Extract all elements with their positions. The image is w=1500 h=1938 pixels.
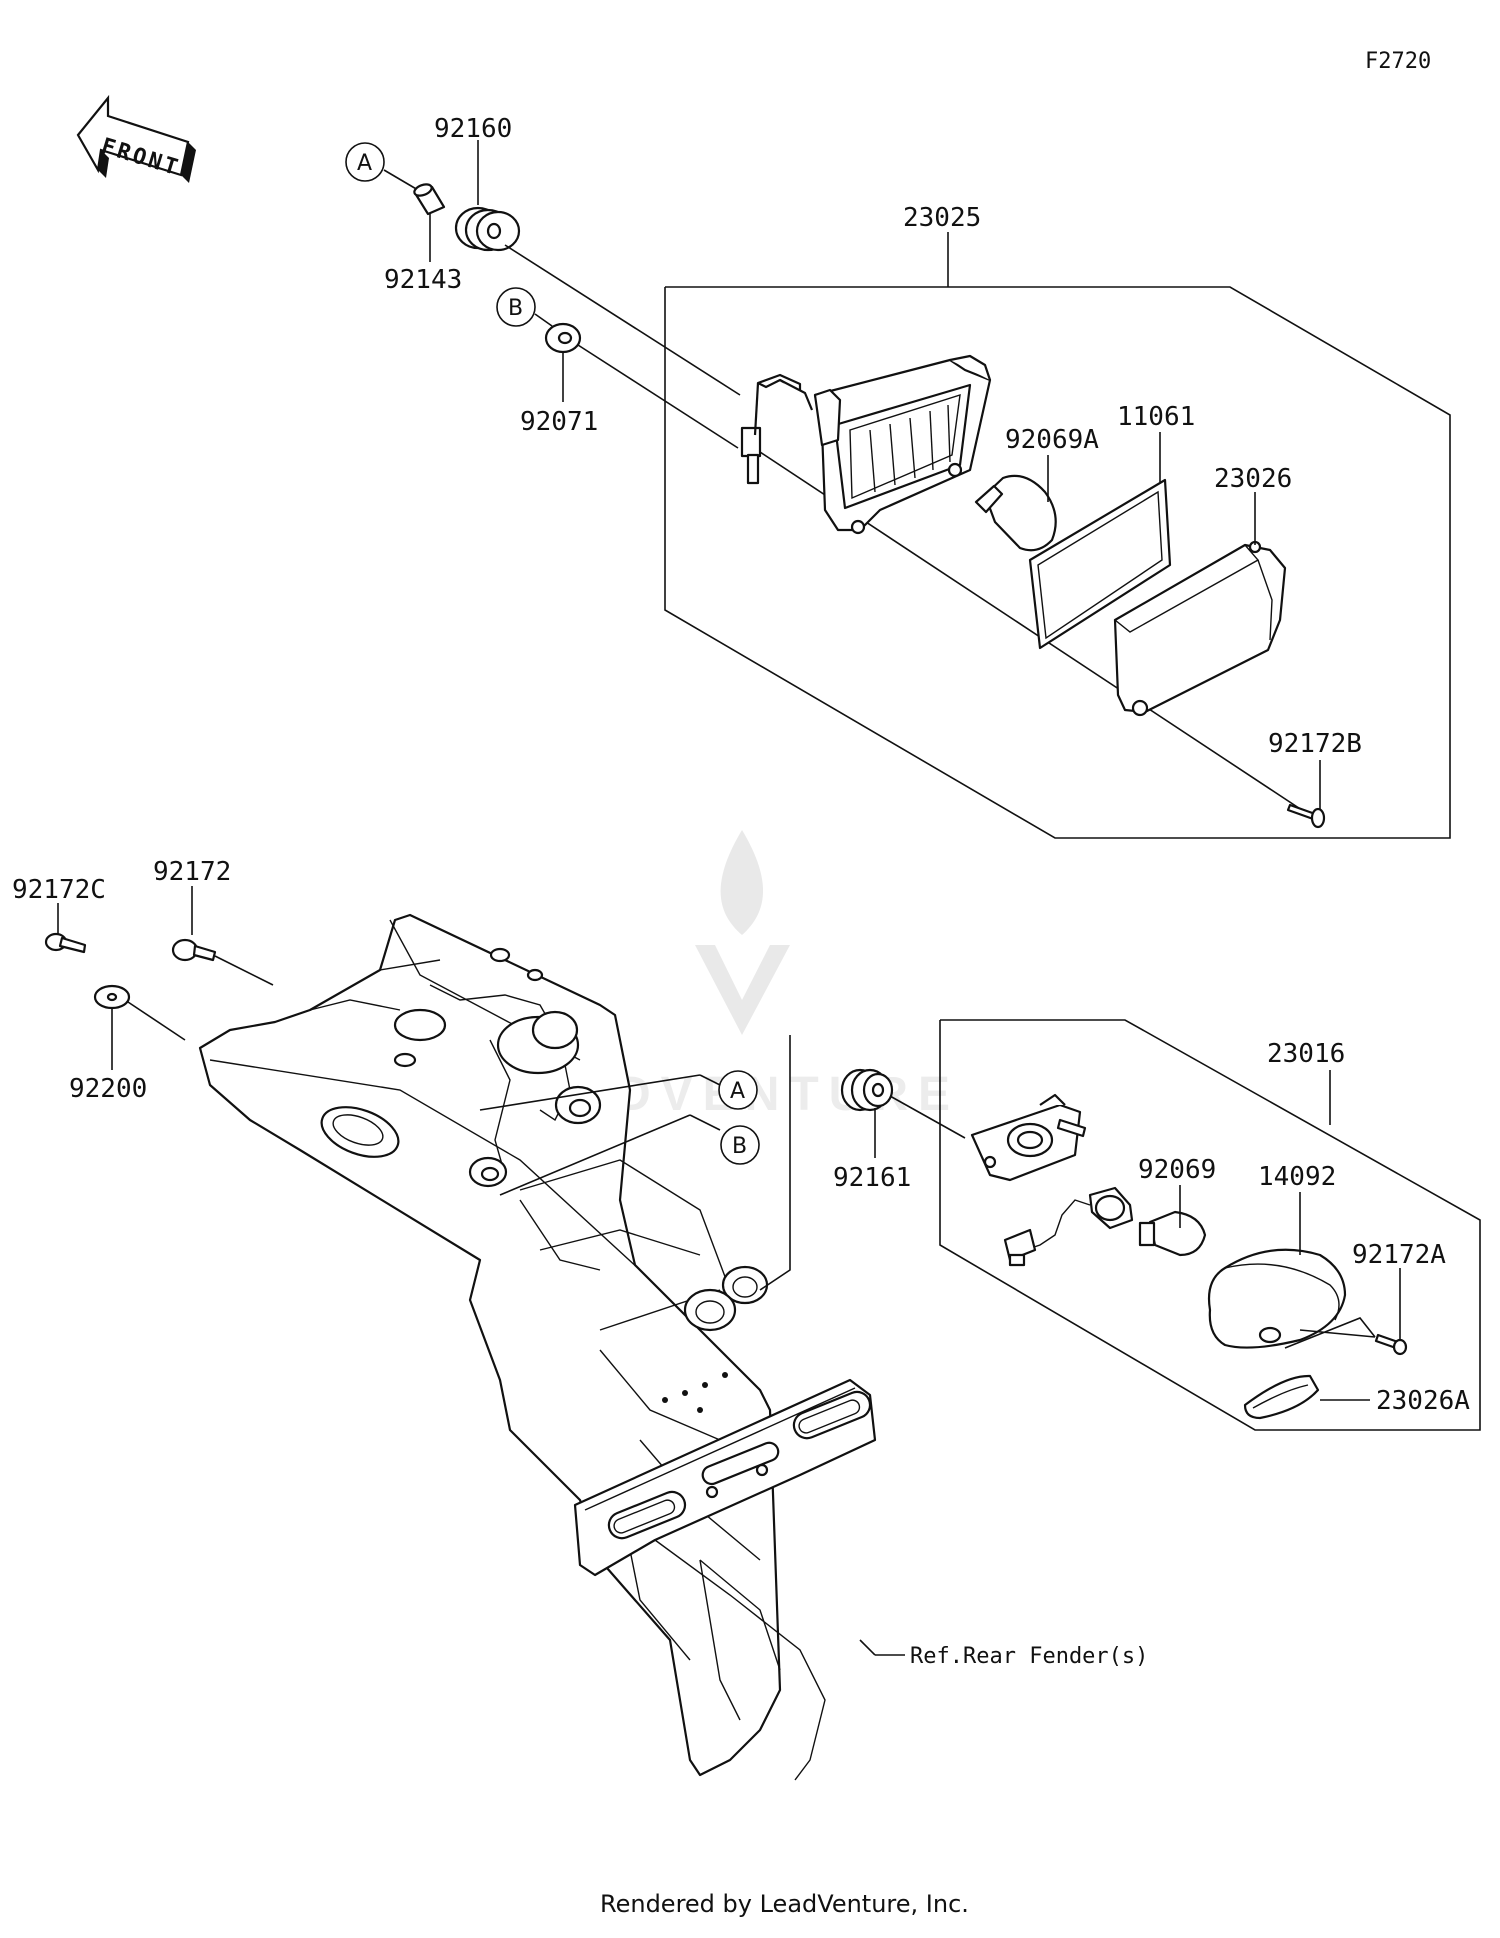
washer-92200 <box>93 984 131 1010</box>
ref-marker-b-top: B <box>496 287 553 327</box>
screw-92172C <box>44 932 87 954</box>
callout-14092: 14092 <box>1258 1162 1336 1192</box>
callout-92172A: 92172A <box>1352 1240 1446 1270</box>
callout-23025: 23025 <box>903 203 981 233</box>
front-arrow-icon: FRONT <box>76 94 196 183</box>
callout-92071: 92071 <box>520 407 598 437</box>
svg-text:A: A <box>730 1079 745 1104</box>
rear-fender-body <box>198 913 782 1777</box>
bulb-92069 <box>1138 1210 1207 1257</box>
screw-92172 <box>171 938 217 962</box>
collar-92143 <box>413 183 446 216</box>
ref-marker-a-mid: A <box>479 1070 758 1111</box>
screw-92172B <box>1286 803 1326 829</box>
diagram-code: F2720 <box>1365 49 1431 74</box>
license-lamp-assembly-frame <box>939 1019 1481 1431</box>
ref-marker-a-top: A <box>345 142 419 191</box>
license-lamp-base <box>970 1093 1087 1182</box>
tail-lamp-assembly-frame <box>664 286 1451 839</box>
tail-lamp-housing <box>740 354 992 535</box>
cover-14092 <box>1207 1248 1347 1349</box>
callout-92172: 92172 <box>153 857 231 887</box>
ref-rear-fender-label: Ref.Rear Fender(s) <box>910 1644 1148 1669</box>
svg-text:A: A <box>357 151 372 176</box>
grommet-92160 <box>454 206 521 252</box>
lens-23026A <box>1243 1374 1320 1420</box>
callout-23016: 23016 <box>1267 1039 1345 1069</box>
footer-credit: Rendered by LeadVenture, Inc. <box>600 1890 969 1918</box>
callout-23026: 23026 <box>1214 464 1292 494</box>
grommet-92071 <box>544 322 582 354</box>
svg-text:B: B <box>508 296 523 321</box>
callout-92172C: 92172C <box>12 875 106 905</box>
callout-11061: 11061 <box>1117 402 1195 432</box>
callout-92172B: 92172B <box>1268 729 1362 759</box>
bulb-92069A <box>974 474 1057 552</box>
callout-92161: 92161 <box>833 1163 911 1193</box>
lens-23026 <box>1113 540 1287 717</box>
callout-92200: 92200 <box>69 1074 147 1104</box>
callout-92069: 92069 <box>1138 1155 1216 1185</box>
callout-92143: 92143 <box>384 265 462 295</box>
gasket-11061 <box>1028 478 1172 650</box>
lamp-socket-wire <box>1003 1186 1134 1267</box>
callout-23026A: 23026A <box>1376 1386 1470 1416</box>
svg-text:B: B <box>732 1134 747 1159</box>
license-bracket <box>573 1378 877 1781</box>
grommet-92161 <box>840 1068 894 1112</box>
screw-92172A <box>1374 1333 1408 1356</box>
ref-marker-b-mid: B <box>499 1114 760 1196</box>
callout-92069A: 92069A <box>1005 425 1099 455</box>
callout-92160: 92160 <box>434 114 512 144</box>
